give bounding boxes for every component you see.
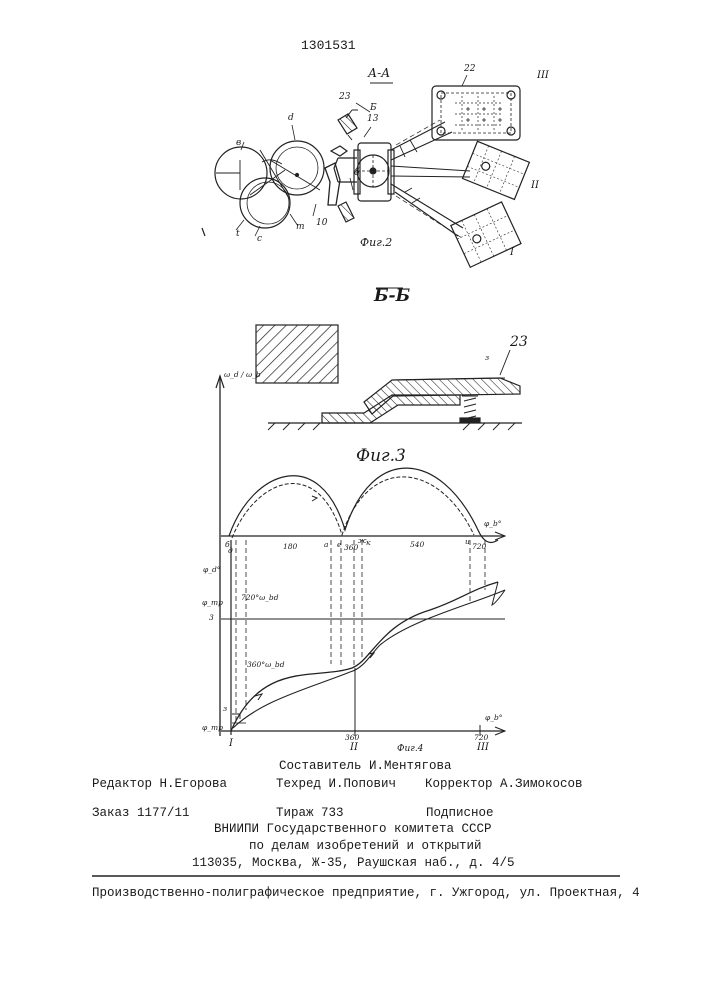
fig4-roman-label: II — [350, 742, 358, 753]
fig2-label-23: 23 — [339, 92, 350, 102]
fig2-label-b: Б — [370, 103, 377, 113]
fig4-caption: Фиг.4 — [397, 744, 423, 754]
fig2-section-title: А-А — [368, 66, 390, 80]
fig4-bottom-tick: 720 — [474, 733, 488, 742]
fig4-roman-label: III — [477, 742, 489, 753]
fig3-label-23: 23 — [510, 334, 528, 350]
fig2-label-13: 13 — [367, 114, 378, 124]
fig4-point-label: к — [366, 538, 370, 547]
fig4-top-tick: 180 — [283, 542, 297, 551]
imprint-subscription: Подписное — [426, 806, 494, 820]
fig4-top-tick: 360 — [344, 543, 358, 552]
imprint-editor: Редактор Н.Егорова — [92, 777, 227, 791]
station-2 — [462, 141, 529, 199]
fig2-label-22: 22 — [464, 64, 475, 74]
imprint-org1: ВНИИПИ Государственного комитета СССР — [214, 822, 492, 836]
imprint-printer: Производственно-полиграфическое предприя… — [92, 886, 640, 900]
imprint-corrector: Корректор А.Зимокосов — [425, 777, 583, 791]
imprint-compiler: Составитель И.Ментягова — [279, 759, 452, 773]
imprint-address: 113035, Москва, Ж-35, Раушская наб., д. … — [192, 856, 515, 870]
patent-number: 1301531 — [301, 38, 356, 53]
fig4-point-label: а — [324, 540, 328, 549]
fig4-label-z: з — [223, 704, 227, 713]
imprint-order: Заказ 1177/11 — [92, 806, 190, 820]
phi-curve-2 — [233, 590, 505, 728]
fig2-label-t: t — [236, 229, 240, 239]
roller-c — [240, 178, 290, 228]
fig2-label-10: 10 — [316, 218, 327, 228]
fig3-caption: Фиг.3 — [356, 446, 406, 466]
fig4-top-tick: 720 — [472, 542, 486, 551]
fig3-drawing — [256, 288, 522, 430]
fig4-phi-ttr-upper: φ_тр — [202, 598, 223, 607]
fig4-chart — [216, 376, 505, 736]
fig4-label-3: 3 — [209, 613, 214, 622]
phi-curve-1 — [231, 582, 498, 731]
fig4-curve-label: 720°ω_bd — [241, 593, 279, 602]
omega-curve-inner — [232, 477, 474, 538]
fig2-caption: Фиг.2 — [360, 236, 392, 249]
fig2-label-II: II — [531, 180, 539, 191]
fig2-label-d: d — [288, 113, 294, 123]
roller-d-inner — [276, 147, 318, 189]
fig4-bottom-tick: 360 — [345, 733, 359, 742]
fig2-label-b-small: б — [354, 168, 360, 178]
fig2-label-I: I — [510, 247, 514, 258]
imprint-techred: Техред И.Попович — [276, 777, 396, 791]
fig3-section-title: Б-Б — [374, 286, 410, 306]
fig2-label-III: III — [537, 70, 549, 81]
fig4-x-axis-bottom-label: φ_b° — [485, 713, 503, 722]
fig4-point-label: и — [465, 537, 470, 546]
omega-curve-outer — [229, 468, 498, 542]
imprint-circulation: Тираж 733 — [276, 806, 344, 820]
fig4-phi-d-label: φ_d° — [203, 565, 221, 574]
fig2-label-m: m — [296, 222, 305, 232]
fig2-label-c: с — [257, 234, 262, 244]
fig4-curve-label: 360°ω_bd — [247, 660, 285, 669]
fig4-y-axis-label: ω_d / ω_b — [224, 370, 261, 380]
fig4-roman-label: I — [229, 738, 233, 749]
fig4-x-axis-top-label: φ_b° — [484, 519, 502, 528]
roller-d — [270, 141, 324, 195]
fig4-point-label: е — [337, 540, 341, 549]
fig3-mark: з — [485, 353, 489, 362]
fig4-phi-ttr-lower: φ_тр — [202, 723, 223, 732]
fig4-label-g: д — [228, 546, 233, 555]
fig4-top-tick: 540 — [410, 540, 424, 549]
fig2-label-v: в — [236, 138, 241, 148]
imprint-org2: по делам изобретений и открытий — [249, 839, 482, 853]
